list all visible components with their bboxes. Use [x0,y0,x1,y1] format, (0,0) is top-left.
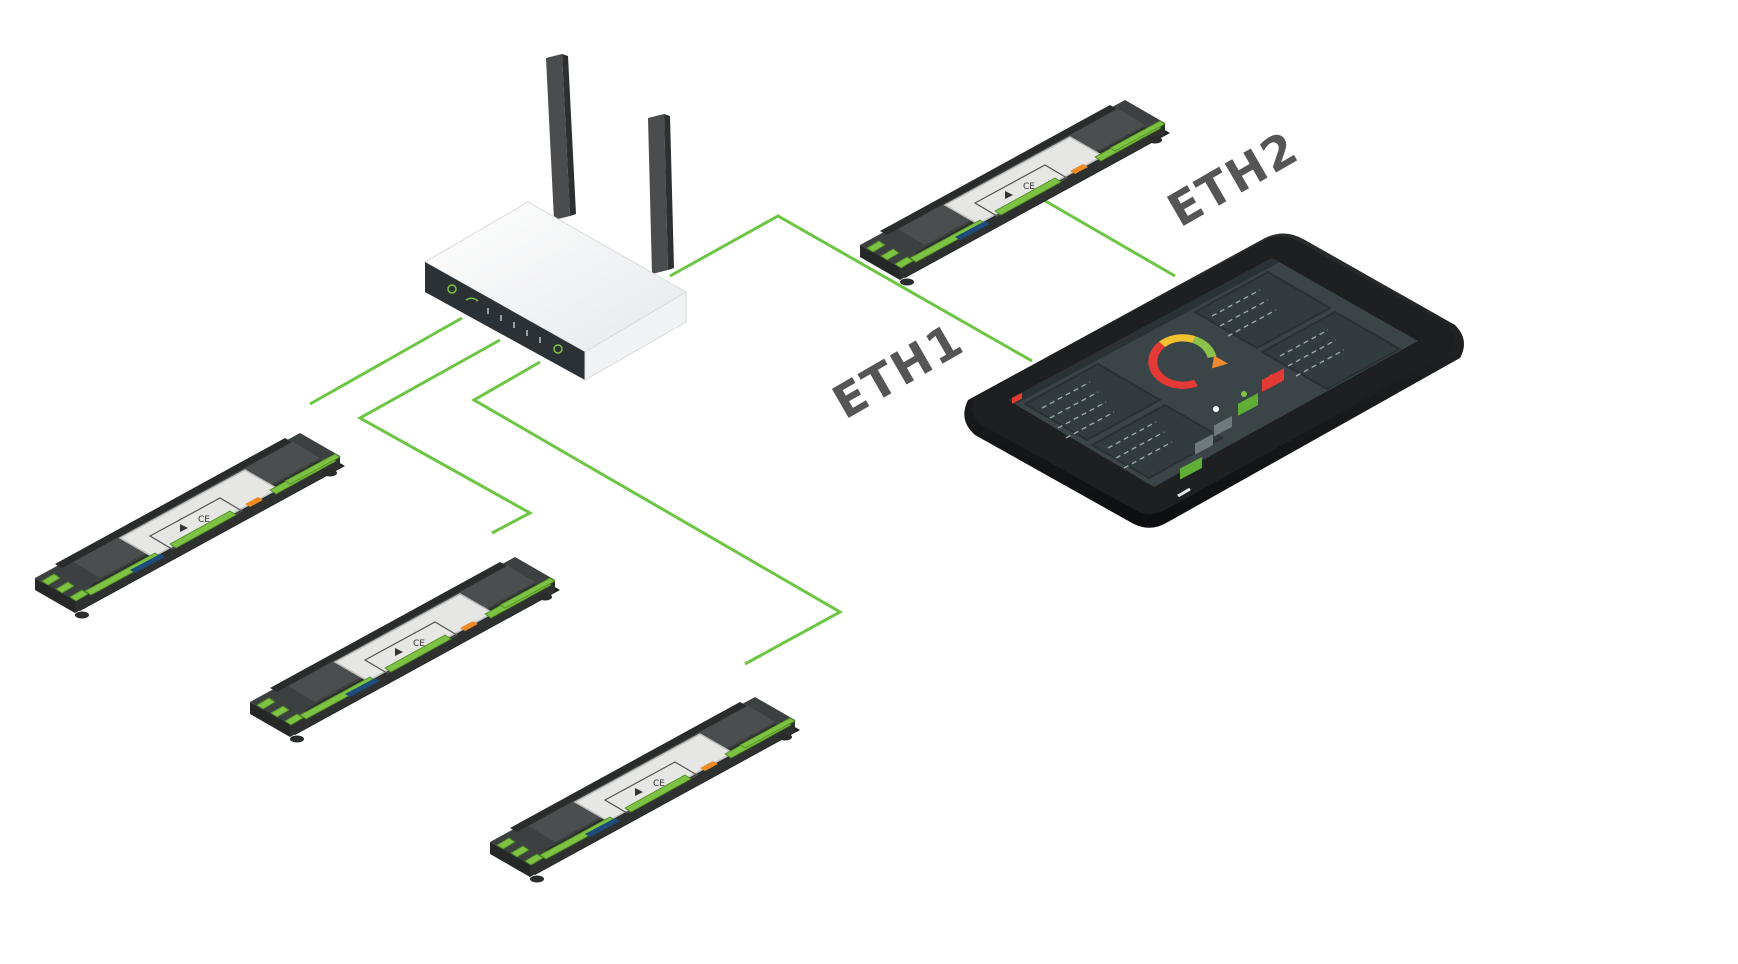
home-button [1177,487,1191,498]
wifi-icon [465,297,479,302]
antenna-left [546,54,570,220]
controller-1 [34,432,346,620]
alarm-indicator [1012,392,1022,404]
status-indicators [1180,368,1284,480]
wifi-router [423,54,687,381]
controller-3 [489,696,801,884]
eth2-label-group: ETH2 [1159,120,1308,237]
link-router-controller-2 [356,338,534,535]
network-links [309,193,1176,666]
link-router-controller-1 [309,316,463,406]
controller-4 [859,99,1171,287]
tablet-screen [1008,258,1418,487]
router-led-panel [447,284,563,354]
link-router-tablet-eth1 [669,214,1033,363]
controller-2 [249,556,561,744]
touch-panel-tablet [964,233,1464,528]
link-router-controller-3 [471,360,844,666]
gauge-icon [1148,334,1228,389]
power-icon [447,284,457,294]
eth1-label-group: ETH1 [824,312,973,429]
link-controller-4-tablet-eth2 [1034,193,1176,278]
antenna-right [648,114,668,274]
eth1-label: ETH1 [824,312,973,429]
eth2-label: ETH2 [1159,120,1308,237]
status-icon [553,344,563,354]
